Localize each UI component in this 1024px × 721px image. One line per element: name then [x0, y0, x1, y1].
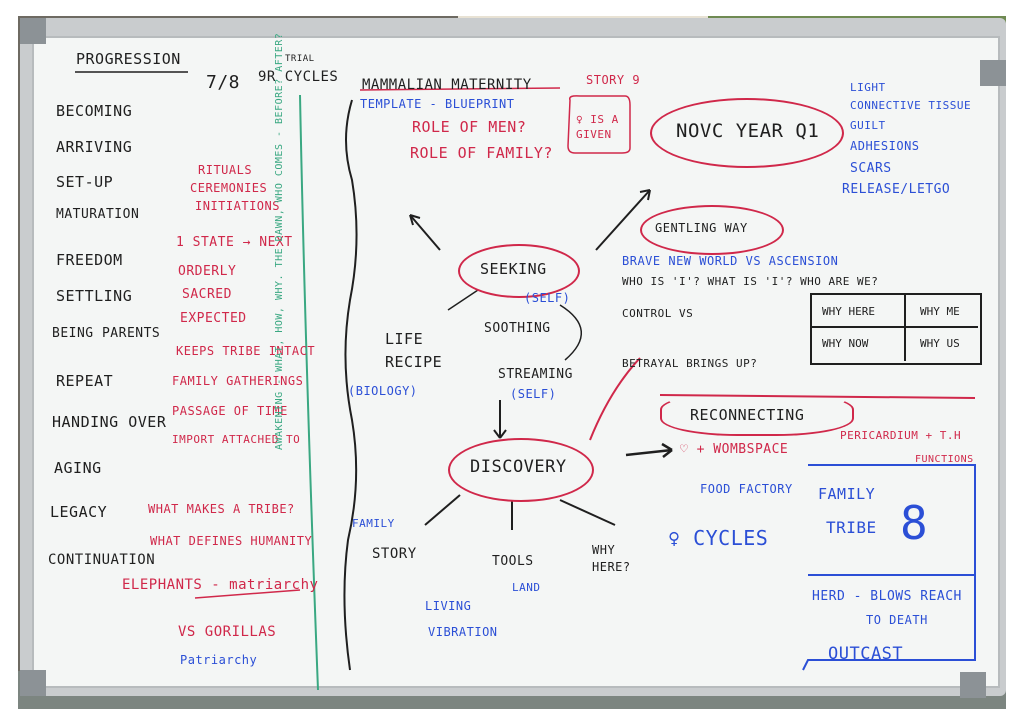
progression-title: PROGRESSION — [76, 50, 181, 68]
table-cell: WHY US — [920, 337, 960, 350]
cycles-fraction: 7/8 — [206, 72, 241, 93]
red-item: INITIATIONS — [195, 199, 280, 213]
gentling-label: GENTLING WAY — [655, 221, 748, 235]
list-item: LEGACY — [50, 503, 108, 521]
list-item: ARRIVING — [56, 138, 133, 156]
list-item: BECOMING — [56, 102, 133, 120]
why-table: WHY HERE WHY ME WHY NOW WHY US — [810, 293, 982, 365]
story-note: ♀ IS A GIVEN — [576, 113, 619, 142]
tribe-box-label: TRIBE — [826, 518, 877, 537]
story-branch: STORY — [372, 546, 417, 562]
red-item: FAMILY GATHERINGS — [172, 374, 304, 388]
red-item: CEREMONIES — [190, 181, 268, 195]
discovery-ellipse — [448, 438, 594, 502]
vertical-green-note: AWAKENING - WHAT, HOW, WHY. THE DAWN, WH… — [274, 33, 285, 450]
pericardium-label: PERICARDIUM + T.H — [840, 429, 962, 442]
story-label: STORY 9 — [586, 73, 641, 87]
living-label: LIVING — [425, 599, 472, 613]
light-item: RELEASE/LETGO — [842, 182, 951, 197]
patriarchy-label: Patriarchy — [180, 653, 258, 667]
tools-branch: TOOLS — [492, 554, 534, 569]
red-item: PASSAGE OF TIME — [172, 404, 288, 418]
red-item: ORDERLY — [178, 264, 237, 279]
herd-label: HERD - BLOWS REACH — [812, 589, 962, 604]
bottom-red-item: WHAT DEFINES HUMANITY — [150, 534, 313, 548]
who-is-i: WHO IS 'I'? WHAT IS 'I'? WHO ARE WE? — [622, 275, 879, 288]
light-item: LIGHT — [850, 81, 886, 94]
table-cell: WHY HERE — [822, 305, 875, 318]
land-label: LAND — [512, 581, 541, 594]
control-vs: CONTROL VS — [622, 307, 694, 320]
list-item: AGING — [54, 459, 102, 477]
frame-corner — [20, 18, 46, 44]
whiteboard — [32, 36, 1000, 688]
food-factory: FOOD FACTORY — [700, 482, 793, 496]
light-item: CONNECTIVE TISSUE — [850, 99, 972, 112]
red-item: 1 STATE → NEXT — [176, 235, 293, 250]
novc-label: NOVC YEAR Q1 — [676, 120, 820, 142]
red-item: EXPECTED — [180, 311, 247, 326]
list-item: HANDING OVER — [52, 413, 167, 431]
list-item: CONTINUATION — [48, 552, 156, 568]
seeking-ellipse — [458, 244, 580, 298]
outcast-label: OUTCAST — [828, 644, 904, 664]
trial-label: TRIAL — [285, 54, 315, 64]
soothing-label: SOOTHING — [484, 321, 551, 336]
life-recipe: LIFE RECIPE — [385, 330, 443, 371]
bottom-red-item: WHAT MAKES A TRIBE? — [148, 502, 295, 516]
frame-corner — [980, 60, 1006, 86]
bottom-red-item: ELEPHANTS - matriarchy — [122, 577, 319, 593]
list-item: SETTLING — [56, 287, 133, 305]
biology-label: (BIOLOGY) — [348, 384, 418, 398]
to-death-label: TO DEATH — [866, 613, 928, 627]
gentling-ellipse — [640, 205, 784, 255]
streaming-label: STREAMING — [498, 367, 573, 382]
red-item: KEEPS TRIBE INTACT — [176, 344, 316, 358]
light-item: GUILT — [850, 119, 886, 132]
table-cell: WHY NOW — [822, 337, 869, 350]
eight-numeral: 8 — [900, 496, 929, 550]
novc-ellipse — [650, 98, 844, 168]
list-item: MATURATION — [56, 207, 140, 222]
cycles-label: 9R CYCLES — [258, 69, 339, 85]
why-here-branch: WHY HERE? — [592, 543, 631, 574]
cycles-label: ♀ CYCLES — [668, 526, 769, 550]
betrayal-label: BETRAYAL BRINGS UP? — [622, 357, 758, 370]
vibration-label: VIBRATION — [428, 625, 498, 639]
table-cell: WHY ME — [920, 305, 960, 318]
light-item: ADHESIONS — [850, 139, 920, 153]
list-item: REPEAT — [56, 372, 114, 390]
self-label: (SELF) — [524, 291, 571, 305]
reconnecting-ellipse — [660, 392, 854, 436]
role-of-men: ROLE OF MEN? — [412, 118, 527, 136]
seeking-label: SEEKING — [480, 260, 547, 278]
self-label: (SELF) — [510, 387, 557, 401]
heart-womb-label: ♡ + WOMBSPACE — [680, 442, 789, 457]
red-item: IMPORT ATTACHED TO — [172, 433, 301, 446]
list-item: SET-UP — [56, 173, 114, 191]
family-label: FAMILY — [352, 517, 395, 530]
functions-label: FUNCTIONS — [915, 454, 974, 465]
discovery-label: DISCOVERY — [470, 457, 567, 477]
list-item: FREEDOM — [56, 251, 123, 269]
family-box-label: FAMILY — [818, 485, 876, 503]
red-item: SACRED — [182, 287, 232, 302]
mammalian-maternity: MAMMALIAN MATERNITY — [362, 77, 532, 93]
frame-corner — [20, 670, 46, 696]
template-blueprint: TEMPLATE - BLUEPRINT — [360, 97, 515, 111]
role-of-family: ROLE OF FAMILY? — [410, 144, 553, 162]
red-item: RITUALS — [198, 163, 253, 177]
reconnecting-label: RECONNECTING — [690, 406, 805, 424]
bottom-red-item: VS GORILLAS — [178, 624, 277, 640]
light-item: SCARS — [850, 161, 892, 176]
list-item: BEING PARENTS — [52, 326, 161, 341]
brave-new-world: BRAVE NEW WORLD VS ASCENSION — [622, 254, 839, 268]
frame-corner — [960, 672, 986, 698]
